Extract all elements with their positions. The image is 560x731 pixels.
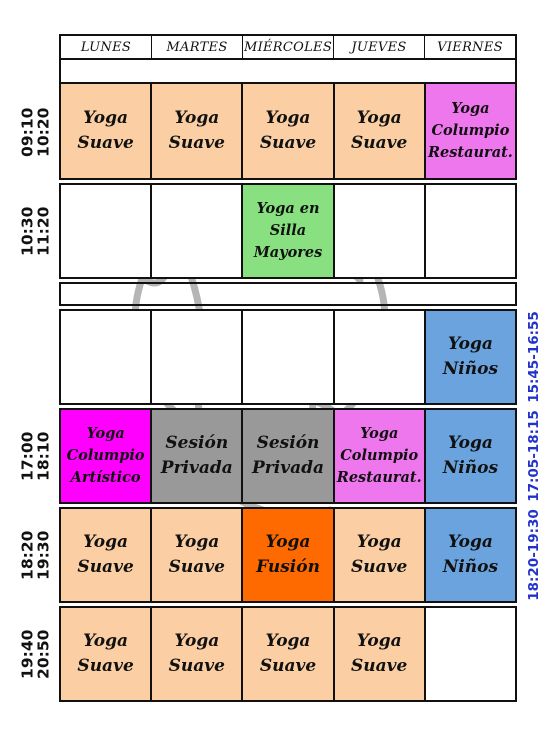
class-cell: Yoga Niños <box>425 311 516 403</box>
class-name: Yoga Suave <box>77 108 134 153</box>
class-name: Yoga Suave <box>259 631 317 676</box>
schedule-row: Yoga Columpio Artístico Sesión Privada Ses… <box>59 408 517 504</box>
empty-cell <box>243 311 335 403</box>
break-band <box>59 282 517 306</box>
kids-time-label: 15:45-16:55 <box>526 311 543 403</box>
class-name: Yoga Niños <box>442 532 499 577</box>
header-spacer <box>59 60 517 84</box>
empty-cell <box>61 185 153 277</box>
schedule-row: Yoga Niños <box>59 309 517 405</box>
class-cell: Yoga en Silla Mayores <box>243 185 335 277</box>
end-time: 19:30 <box>35 530 53 580</box>
schedule-row: Yoga Suave Yoga Suave Yoga Fusión Yoga Suav… <box>59 507 517 603</box>
class-name: Yoga Suave <box>77 532 134 577</box>
start-time: 17:00 <box>18 431 37 481</box>
class-cell: Yoga Fusión <box>243 509 335 601</box>
empty-cell <box>425 608 516 700</box>
end-time: 11:20 <box>35 206 53 256</box>
end-time: 20:50 <box>35 629 53 679</box>
class-name: Yoga Suave <box>351 532 408 577</box>
empty-cell <box>334 185 426 277</box>
class-name: Sesión Privada <box>252 433 324 478</box>
class-cell: Sesión Privada <box>243 410 335 502</box>
class-name: Yoga Suave <box>168 631 225 676</box>
class-name: Yoga Suave <box>168 532 225 577</box>
class-name: Yoga Columpio Restaurat. <box>427 100 513 161</box>
class-name: Yoga Suave <box>351 631 408 676</box>
class-cell: Yoga Suave <box>61 608 153 700</box>
weekday-header-lunes: LUNES <box>61 36 152 58</box>
class-name: Yoga Niños <box>442 433 499 478</box>
class-name: Yoga en Silla Mayores <box>253 200 323 261</box>
class-name: Yoga Suave <box>351 108 408 153</box>
class-name: Yoga Suave <box>77 631 134 676</box>
class-cell: Yoga Suave <box>152 84 244 178</box>
class-cell: Yoga Suave <box>152 608 244 700</box>
class-cell: Sesión Privada <box>152 410 244 502</box>
schedule-row: Yoga Suave Yoga Suave Yoga Suave Yoga Suave <box>59 606 517 702</box>
class-cell: Yoga Suave <box>334 608 426 700</box>
end-time: 10:20 <box>35 107 53 157</box>
class-cell: Yoga Columpio Artístico <box>61 410 153 502</box>
class-cell: Yoga Suave <box>334 84 426 178</box>
start-time: 18:20 <box>18 530 37 580</box>
schedule-row: Yoga en Silla Mayores <box>59 183 517 279</box>
class-cell: Yoga Suave <box>243 608 335 700</box>
kids-time-label: 17:05-18:15 <box>526 410 543 502</box>
empty-cell <box>152 185 244 277</box>
class-cell: Yoga Suave <box>334 509 426 601</box>
class-name: Yoga Suave <box>168 108 225 153</box>
class-cell: Yoga Suave <box>61 84 153 178</box>
class-cell: Yoga Niños <box>425 410 516 502</box>
class-cell: Yoga Columpio Restaurat. <box>425 84 516 178</box>
kids-time-label: 18:20-19:30 <box>526 509 543 601</box>
schedule-row: Yoga Suave Yoga Suave Yoga Suave Yoga Suave… <box>59 84 517 180</box>
weekday-header-martes: MARTES <box>152 36 243 58</box>
class-cell: Yoga Columpio Restaurat. <box>334 410 426 502</box>
weekday-header-miércoles: MIÉRCOLES <box>243 36 334 58</box>
weekday-header-jueves: JUEVES <box>334 36 425 58</box>
start-time: 09:10 <box>18 107 37 157</box>
class-cell: Yoga Suave <box>61 509 153 601</box>
start-time: 10:30 <box>18 206 37 256</box>
empty-cell <box>425 185 516 277</box>
class-name: Yoga Fusión <box>256 532 320 577</box>
empty-cell <box>152 311 244 403</box>
class-name: Yoga Columpio Restaurat. <box>336 425 422 486</box>
empty-cell <box>61 311 153 403</box>
end-time: 18:10 <box>35 431 53 481</box>
class-name: Sesión Privada <box>160 433 233 478</box>
class-name: Yoga Columpio Artístico <box>66 425 145 486</box>
class-cell: Yoga Niños <box>425 509 516 601</box>
class-name: Yoga Niños <box>442 334 499 379</box>
class-cell: Yoga Suave <box>152 509 244 601</box>
class-cell: Yoga Suave <box>243 84 335 178</box>
weekday-header-viernes: VIERNES <box>437 39 503 55</box>
start-time: 19:40 <box>18 629 37 679</box>
class-name: Yoga Suave <box>259 108 317 153</box>
empty-cell <box>334 311 426 403</box>
